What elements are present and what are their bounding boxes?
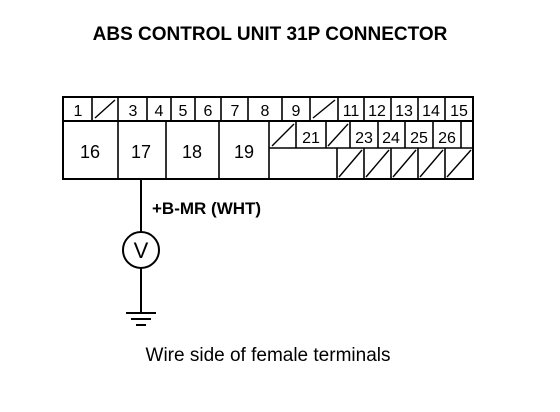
pin-4: 4 (155, 103, 164, 120)
blank-pin-31 (446, 149, 472, 178)
blank-pin-27 (338, 149, 363, 178)
pin-18: 18 (182, 142, 202, 162)
pin-26: 26 (438, 130, 456, 147)
blank-pin-20 (271, 123, 295, 147)
diagram-caption: Wire side of female terminals (146, 345, 391, 366)
pin-24: 24 (382, 130, 400, 147)
voltmeter-symbol: V (134, 238, 149, 263)
pin-7: 7 (231, 103, 240, 120)
pin-5: 5 (179, 103, 188, 120)
pin-12: 12 (368, 103, 386, 120)
pin-25: 25 (410, 130, 428, 147)
blank-pin-22 (327, 123, 349, 147)
pin-3: 3 (129, 103, 138, 120)
pin-1: 1 (74, 103, 83, 120)
connector-outline (62, 96, 474, 180)
pin-23: 23 (355, 130, 373, 147)
pin-15: 15 (450, 103, 468, 120)
pin-21: 21 (302, 130, 320, 147)
pin-19: 19 (234, 142, 254, 162)
probe-label: +B-MR (WHT) (152, 199, 261, 218)
blank-pin-2 (94, 99, 116, 119)
diagram-title: ABS CONTROL UNIT 31P CONNECTOR (93, 24, 448, 45)
pin-11: 11 (343, 103, 360, 120)
pin-16: 16 (80, 142, 100, 162)
blank-pin-29 (392, 149, 417, 178)
blank-pin-28 (365, 149, 390, 178)
pin-13: 13 (395, 103, 413, 120)
pin-17: 17 (131, 142, 151, 162)
top-row: 1 3 4 5 6 7 8 9 11 12 13 14 15 (74, 97, 468, 121)
pin-6: 6 (204, 103, 213, 120)
blank-pin-30 (419, 149, 444, 178)
blank-pin-10 (312, 99, 336, 119)
bottom-right-lower-row (336, 148, 472, 179)
pin-8: 8 (261, 103, 270, 120)
bottom-right-upper-row: 21 23 24 25 26 (269, 121, 473, 149)
pin-14: 14 (422, 103, 440, 120)
pin-9: 9 (292, 103, 301, 120)
bottom-left-row: 16 17 18 19 (80, 121, 270, 179)
ground-icon (126, 312, 156, 326)
voltmeter-icon: V (122, 231, 160, 269)
